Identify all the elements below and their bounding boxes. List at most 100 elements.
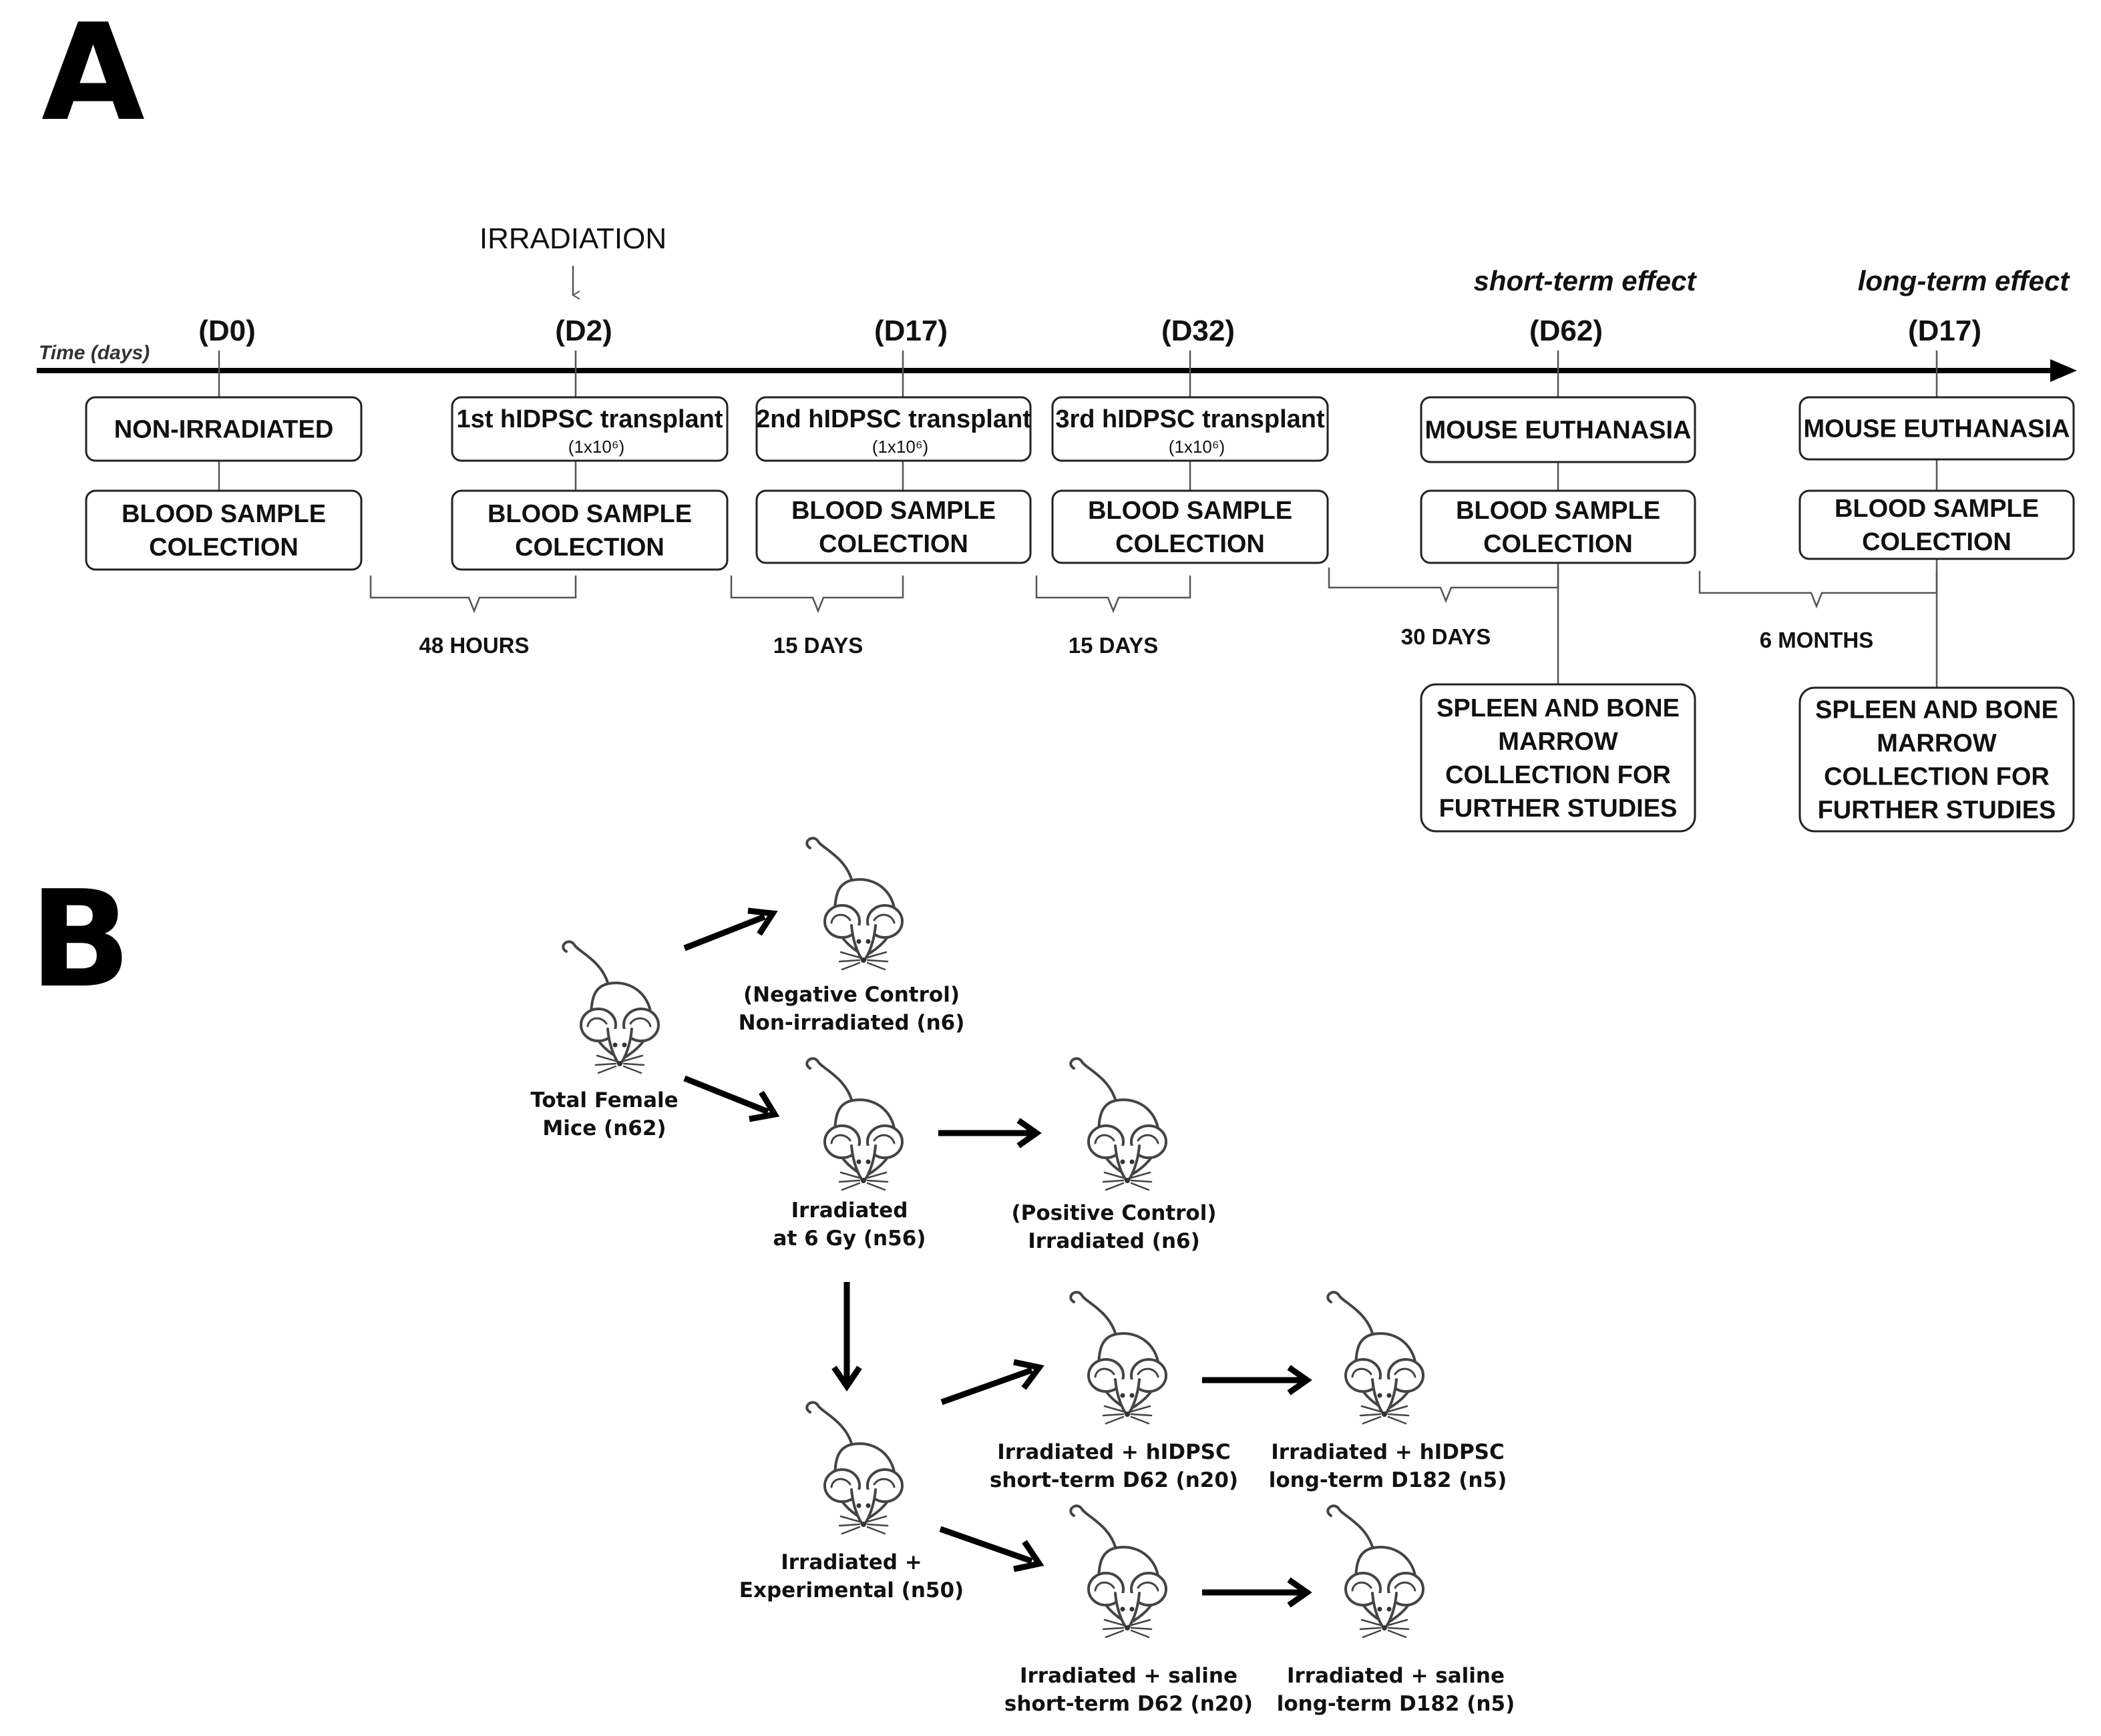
blood-sample-text-line: COLECTION bbox=[1115, 530, 1265, 558]
event-box bbox=[1051, 396, 1329, 462]
blood-sample-box bbox=[1798, 489, 2075, 560]
cohort-label: short-term D62 (n20) bbox=[990, 1468, 1238, 1492]
cohort-hlt: Irradiated + hIDPSC long-term D182 (n5) bbox=[1269, 1291, 1507, 1492]
cell-dose-label: (1x10⁶) bbox=[872, 437, 928, 457]
blood-sample-text-line: COLECTION bbox=[149, 533, 299, 562]
panel-b-letter: B bbox=[29, 862, 131, 1018]
event-box bbox=[755, 396, 1032, 462]
cohort-label: Mice (n62) bbox=[542, 1116, 666, 1140]
interval-label: 6 MONTHS bbox=[1760, 628, 1874, 652]
cohort-label: long-term D182 (n5) bbox=[1277, 1692, 1515, 1716]
arrowhead-experimental-to-hidpsc-short bbox=[1013, 1359, 1044, 1390]
blood-sample-box bbox=[85, 489, 363, 571]
arrow-experimental-to-saline-short bbox=[939, 1526, 1033, 1564]
mouse-icon bbox=[1069, 1291, 1167, 1425]
cohort-pos: (Positive Control) Irradiated (n6) bbox=[1011, 1057, 1217, 1253]
cohort-label: Irradiated + hIDPSC bbox=[1271, 1440, 1505, 1464]
blood-sample-text-line: BLOOD SAMPLE bbox=[488, 500, 692, 528]
event-box bbox=[451, 396, 729, 462]
blood-sample-box bbox=[451, 489, 729, 571]
tissue-collection-text-line: FURTHER STUDIES bbox=[1818, 797, 2056, 825]
event-box-title-line: MOUSE EUTHANASIA bbox=[1803, 415, 2070, 443]
brace-line bbox=[730, 576, 904, 614]
brace-line bbox=[1328, 568, 1559, 604]
cohort-exp: Irradiated +Experimental (n50) bbox=[739, 1401, 964, 1602]
timeline-column: (D17)2nd hIDPSC transplant(1x10⁶)BLOOD S… bbox=[755, 314, 1032, 564]
cell-dose-label: (1x10⁶) bbox=[568, 437, 624, 457]
arrowhead-experimental-to-saline-short bbox=[1013, 1540, 1044, 1572]
cohort-hst: Irradiated + hIDPSC short-term D62 (n20) bbox=[990, 1291, 1238, 1492]
mouse-icon bbox=[805, 1057, 904, 1191]
cohort-arrows bbox=[683, 907, 1312, 1608]
cohort-label: short-term D62 (n20) bbox=[1004, 1692, 1253, 1716]
interval-brace: 15 DAYS bbox=[730, 576, 904, 658]
cohort-label: Experimental (n50) bbox=[739, 1578, 964, 1602]
blood-sample-text-line: BLOOD SAMPLE bbox=[1456, 497, 1660, 525]
irradiation-label: IRRADIATION bbox=[480, 222, 666, 255]
blood-sample-box bbox=[755, 489, 1032, 564]
time-axis-label: Time (days) bbox=[39, 342, 150, 364]
blood-sample-text-line: COLECTION bbox=[1862, 528, 2012, 556]
tissue-collection-text-line: FURTHER STUDIES bbox=[1439, 795, 1678, 823]
arrowhead-hidpsc-short-to-long bbox=[1287, 1365, 1312, 1395]
cohort-label: (Positive Control) bbox=[1011, 1201, 1216, 1225]
event-box bbox=[1420, 396, 1696, 463]
event-box-title-line: NON-IRRADIATED bbox=[114, 416, 334, 444]
event-box bbox=[85, 396, 363, 462]
mouse-icon bbox=[1326, 1504, 1424, 1639]
cohort-irr: Irradiated at 6 Gy (n56) bbox=[773, 1057, 926, 1251]
timeline-column: (D32)3rd hIDPSC transplant(1x10⁶)BLOOD S… bbox=[1051, 314, 1329, 564]
interval-brace: 30 DAYS bbox=[1328, 568, 1559, 649]
blood-sample-text-line: BLOOD SAMPLE bbox=[122, 500, 326, 528]
blood-sample-text-line: BLOOD SAMPLE bbox=[1088, 497, 1292, 525]
blood-sample-box bbox=[1051, 489, 1329, 564]
mouse-icon bbox=[1326, 1291, 1424, 1425]
day-label: (D17) bbox=[1908, 314, 1981, 347]
arrow-total-to-irradiated bbox=[683, 1075, 769, 1115]
blood-sample-text-line: COLECTION bbox=[819, 530, 968, 558]
cohort-label: at 6 Gy (n56) bbox=[773, 1227, 926, 1251]
event-box-title: 2nd hIDPSC transplant bbox=[756, 405, 1031, 433]
cohort-label: (Negative Control) bbox=[743, 983, 960, 1007]
cohort-slt: Irradiated + saline long-term D182 (n5) bbox=[1277, 1504, 1515, 1716]
interval-brace: 15 DAYS bbox=[1035, 576, 1191, 658]
cohort-label: Irradiated (n6) bbox=[1028, 1229, 1200, 1253]
day-label: (D2) bbox=[555, 314, 612, 347]
day-label: (D17) bbox=[874, 314, 948, 347]
cohort-label: Non-irradiated (n6) bbox=[739, 1011, 965, 1035]
arrowhead-irradiated-to-experimental bbox=[831, 1365, 862, 1392]
panel-a-letter: A bbox=[41, 0, 145, 151]
tissue-collection-text-line: COLLECTION FOR bbox=[1445, 761, 1671, 789]
tissue-collection-box bbox=[1798, 686, 2075, 833]
tissue-collection-text-line: COLLECTION FOR bbox=[1824, 763, 2050, 791]
brace-line bbox=[1035, 576, 1191, 614]
cohort-label: Irradiated + hIDPSC bbox=[997, 1440, 1231, 1464]
blood-sample-text-line: COLECTION bbox=[515, 533, 664, 562]
cell-dose-label: (1x10⁶) bbox=[1169, 437, 1225, 457]
arrowhead-total-to-negative bbox=[747, 907, 778, 936]
timeline: Time (days) bbox=[37, 342, 2077, 382]
interval-label: 15 DAYS bbox=[773, 633, 864, 658]
timeline-column: short-term effect(D62)MOUSE EUTHANASIABL… bbox=[1420, 265, 1698, 833]
effect-label: long-term effect bbox=[1858, 265, 2071, 296]
event-box-title: 3rd hIDPSC transplant bbox=[1055, 405, 1325, 433]
tissue-collection-text-line: MARROW bbox=[1877, 730, 1997, 758]
tissue-collection-box bbox=[1420, 683, 1696, 833]
mouse-icon bbox=[805, 1401, 904, 1535]
arrowhead-saline-short-to-long bbox=[1287, 1577, 1312, 1608]
brace-line bbox=[369, 576, 577, 614]
blood-sample-text-line: BLOOD SAMPLE bbox=[1835, 495, 2039, 523]
cohort-label: Irradiated bbox=[791, 1199, 908, 1223]
effect-label: short-term effect bbox=[1474, 265, 1698, 296]
mouse-icon bbox=[805, 837, 904, 971]
cohort-label: Irradiated + saline bbox=[1287, 1664, 1505, 1688]
tissue-collection-text-line: SPLEEN AND BONE bbox=[1437, 694, 1680, 722]
cohort-label: long-term D182 (n5) bbox=[1269, 1468, 1507, 1492]
arrow-total-to-negative bbox=[683, 913, 766, 951]
